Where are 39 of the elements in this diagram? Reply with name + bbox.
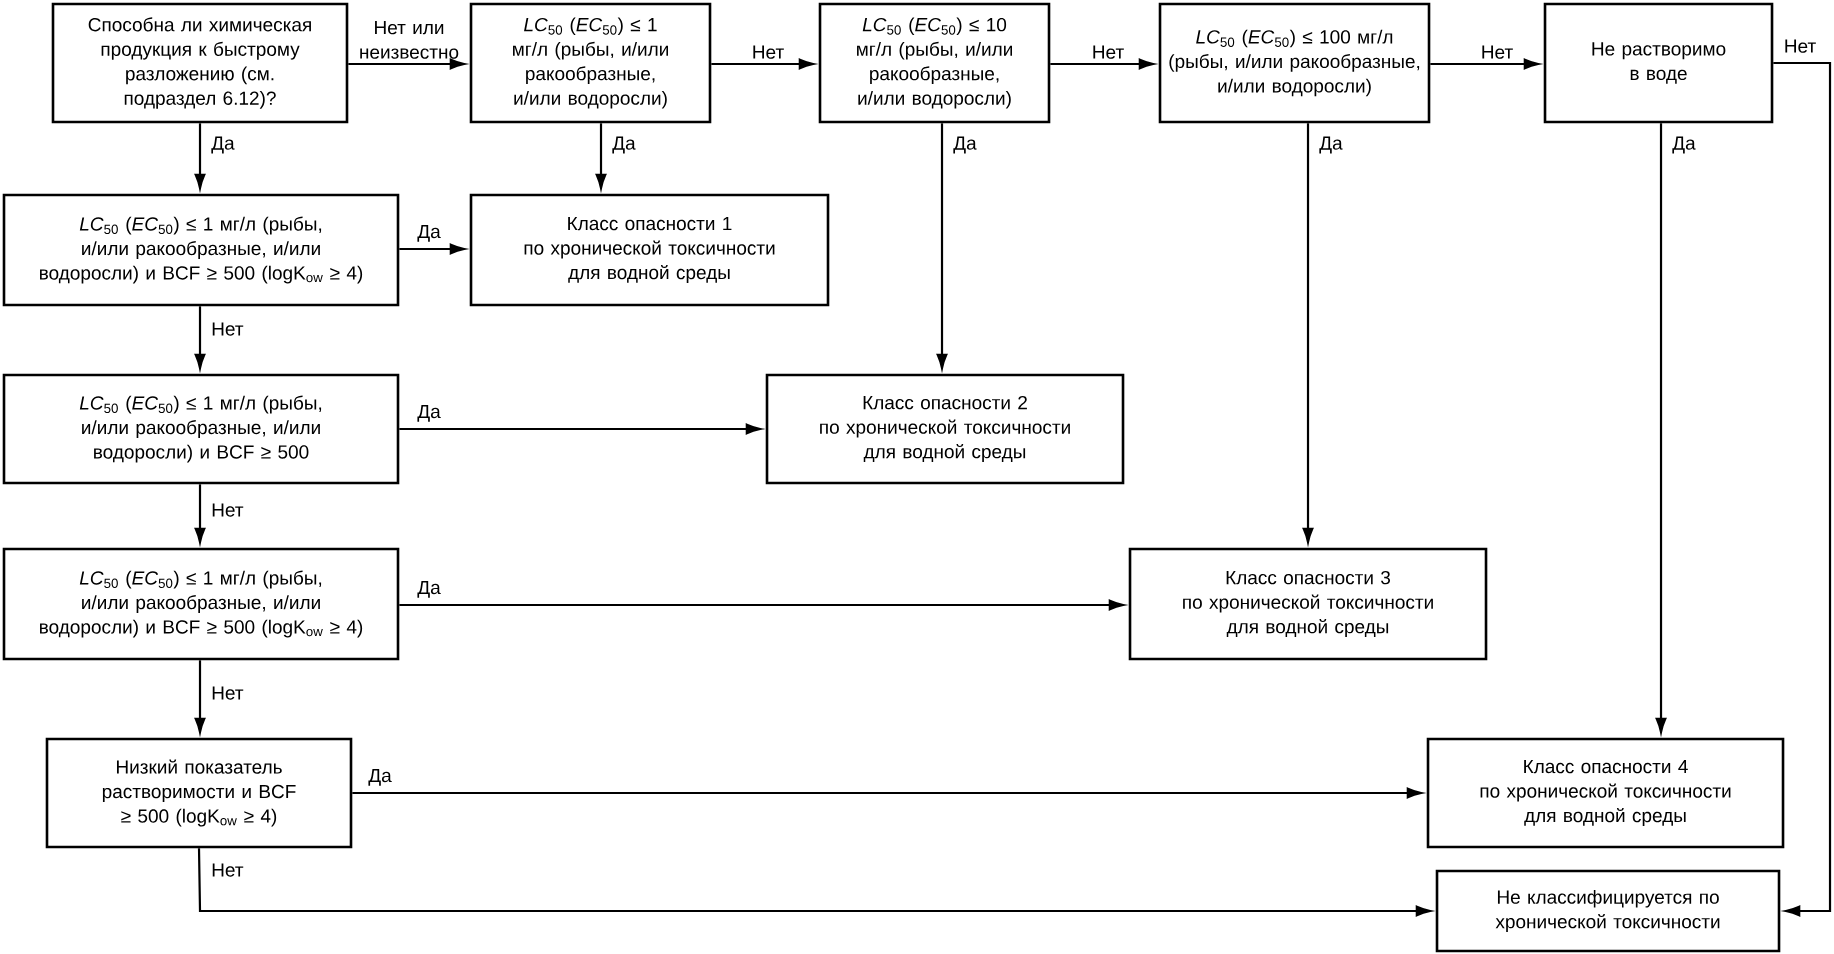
arrow <box>194 306 206 370</box>
edge-label: Да <box>417 580 441 598</box>
result-box: Класс опасности 2 по хронической токсичности для водной среды <box>765 373 1125 485</box>
edge-label: Да <box>953 136 977 154</box>
arrow <box>194 123 206 190</box>
edge-label: Нет <box>1785 39 1816 53</box>
edge-label: Нет <box>753 45 784 59</box>
result-box: Не классифицируется по хронической токсичности <box>1435 869 1781 953</box>
decision-box: LC$_{50}$ (EC$_{50}$) ≤ 1 мг/л (рыбы, и/или ракообразные, и/или водоросли) и BCF ≥ 500 <box>2 373 400 485</box>
result-box: Класс опасности 4 по хронической токсичности для водной среды <box>1426 737 1785 849</box>
edge-label: Да <box>1319 136 1343 154</box>
decision-box: Не растворимо в воде <box>1543 2 1774 124</box>
edge-label: Да <box>417 224 441 242</box>
edge-label: Да <box>417 404 441 422</box>
result-box: Класс опасности 3 по хронической токсичности для водной среды <box>1128 547 1488 661</box>
arrow <box>348 58 466 70</box>
arrow <box>194 484 206 544</box>
decision-box: Способна ли химическая продукция к быстрому разложению (см. подраздел 6.12)? <box>51 2 349 124</box>
edge-label: Нет <box>212 863 244 877</box>
decision-box: LC$_{50}$ (EC$_{50}$) ≤ 10 мг/л (рыбы, и/или ракообразные, и/или водоросли) <box>818 2 1051 124</box>
result-box: Класс опасности 1 по хронической токсичности для водной среды <box>469 193 830 307</box>
arrow <box>399 243 466 255</box>
decision-box: LC$_{50}$ (EC$_{50}$) ≤ 1 мг/л (рыбы, и/или ракообразные, и/или водоросли) и BCF ≥ 500 (logK$_{ow}$ ≥ 4) <box>2 547 400 661</box>
edge-label: Нет <box>1093 45 1124 59</box>
edge-label: Да <box>211 136 235 154</box>
edge-label: Да <box>368 768 392 786</box>
arrow <box>194 660 206 734</box>
edge-label: Нет <box>212 503 244 517</box>
decision-box: Низкий показатель растворимости и BCF ≥ 500 (logK$_{ow}$ ≥ 4) <box>45 737 353 849</box>
edge-label: Нет <box>1482 45 1513 59</box>
decision-box: LC$_{50}$ (EC$_{50}$) ≤ 1 мг/л (рыбы, и/или ракообразные, и/или водоросли) и BCF ≥ 500 (logK$_{ow}$ ≥ 4) <box>2 193 400 307</box>
decision-box: LC$_{50}$ (EC$_{50}$) ≤ 100 мг/л (рыбы, и/или ракообразные, и/или водоросли) <box>1158 2 1431 124</box>
edge-label: Да <box>612 136 636 154</box>
decision-box: LC$_{50}$ (EC$_{50}$) ≤ 1 мг/л (рыбы, и/или ракообразные, и/или водоросли) <box>469 2 712 124</box>
arrow <box>1773 61 1832 917</box>
edge-label: Нет <box>212 686 244 700</box>
edge-label: Да <box>1672 136 1696 154</box>
edge-label: Нет <box>212 322 244 336</box>
edge-label: Нет или неизвестно <box>360 21 459 59</box>
